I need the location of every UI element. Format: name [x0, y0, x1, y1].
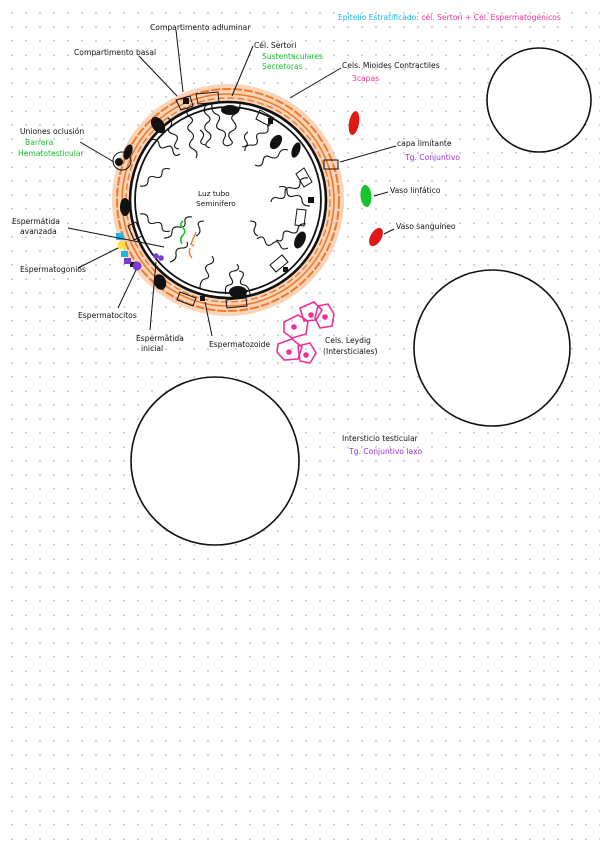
basement-membrane-outer	[128, 100, 328, 300]
sertoli-cell-bottom	[199, 255, 251, 295]
sertoli-cell-center-lobes	[195, 129, 259, 237]
label-capa-limitante: capa limitante	[397, 139, 452, 148]
sertoli-nucleus	[120, 198, 130, 216]
label-vaso-sanguineo: Vaso sanguíneo	[396, 222, 456, 231]
epithelium-area	[130, 102, 326, 298]
spermatid-cell	[158, 255, 164, 261]
empty-tubule-top-right	[486, 47, 592, 153]
leader-vaso-sanguineo	[383, 228, 395, 235]
label-barrera: Barrera	[25, 138, 53, 147]
sertoli-nucleus	[294, 231, 306, 249]
label-espermatogonios: Espermatogonios	[20, 265, 86, 274]
leader-cel-sertori	[231, 45, 254, 97]
label-compartimento-basal: Compartimento basal	[74, 48, 156, 57]
label-espermatida-inicial-1: Espermátida	[136, 334, 184, 343]
sertoli-basal-outlines	[127, 91, 313, 309]
label-secretoras: Secretoras	[262, 62, 303, 71]
empty-tubule-right	[413, 269, 571, 427]
label-cel-sertori: Cél. Sertori	[254, 41, 296, 50]
leydig-cell	[314, 303, 335, 329]
sertoli-cell-right	[270, 177, 311, 207]
label-uniones-oclusion: Uniones oclusión	[20, 127, 84, 136]
leader-lines	[67, 29, 397, 337]
myoid-layer-inner	[125, 97, 331, 303]
label-tg-conjuntivo-laxo: Tg. Conjuntivo laxo	[348, 447, 422, 456]
sertoli-cells	[139, 103, 311, 295]
sertoli-cell-right-upper	[244, 119, 289, 167]
leader-compartimento-basal	[138, 55, 178, 97]
label-compartimento-adluminar: Compartimento adluminar	[150, 23, 251, 32]
spermatozoon-tail-orange	[188, 231, 197, 259]
leader-cels-mioides	[289, 67, 342, 99]
label-espermatida-avanzada-2: avanzada	[20, 227, 57, 236]
leader-espermatozoide	[204, 301, 213, 337]
sertoli-nucleus	[150, 116, 166, 134]
label-hematotesticular: Hematotesticular	[18, 149, 85, 158]
myoid-layer-outer	[116, 88, 340, 312]
leydig-cell	[299, 301, 324, 322]
capa-limitante-box	[323, 159, 339, 170]
spermatogonium	[121, 251, 128, 257]
label-vaso-linfatico: Vaso linfático	[390, 186, 441, 195]
leader-espermatocitos	[117, 269, 137, 309]
sertoli-nucleus	[153, 274, 167, 290]
leydig-cell	[276, 338, 303, 361]
sertoli-nucleus	[221, 105, 239, 115]
label-espermatida-avanzada-1: Espermátida	[12, 217, 60, 226]
spermatogonium	[124, 258, 131, 264]
label-intersticiales: (Intersticiales)	[323, 347, 378, 356]
label-tg-conjuntivo: Tg. Conjuntivo	[404, 153, 460, 162]
spermatogonium	[118, 242, 125, 249]
sertoli-nucleus	[229, 286, 247, 298]
sertoli-cell-top	[186, 104, 212, 159]
sertoli-nucleus	[269, 134, 283, 150]
leydig-cells	[276, 301, 335, 364]
sertoli-cell-left-lower	[163, 216, 193, 263]
leader-espermatogonios	[77, 247, 119, 269]
label-luz-tubo: Luz tubo	[198, 189, 230, 198]
sertoli-nucleus	[123, 144, 133, 160]
sertoli-cell-right-lower	[256, 223, 307, 250]
spermatid-cell	[153, 253, 159, 259]
lymph-vessel	[360, 185, 372, 207]
label-sustentaculares: Sustentaculares	[262, 52, 323, 61]
leydig-cell	[297, 342, 317, 364]
title-text: Epitelio Estratificado: cél. Sertori + C…	[338, 13, 561, 22]
sertoli-cell-left-upper	[149, 117, 181, 156]
label-intersticio-testicular: Intersticio testicular	[342, 434, 419, 443]
leader-vaso-linfatico	[373, 191, 389, 197]
leader-uniones-oclusion	[79, 141, 115, 163]
sertoli-cell-left	[139, 167, 171, 233]
label-cels-mioides: Cels. Mioides Contractiles	[342, 61, 440, 70]
title-part-2: cél. Sertori + Cél. Espermatogénicos	[421, 13, 561, 22]
leader-espermatida-inicial	[149, 261, 157, 331]
tight-junctions	[115, 98, 314, 301]
sertoli-nucleus	[291, 142, 301, 158]
empty-tubule-bottom	[130, 376, 300, 546]
sertoli-nuclei	[120, 105, 306, 298]
leader-compartimento-adluminar	[175, 29, 184, 93]
blood-vessel	[369, 227, 383, 247]
label-espermatida-inicial-2: inicial	[141, 344, 163, 353]
label-capas: 3capas	[352, 74, 379, 83]
spermatozoon-tail-green	[179, 220, 186, 245]
title-part-1: Epitelio Estratificado:	[338, 13, 421, 22]
label-seminifero: Seminífero	[196, 199, 236, 208]
label-cels-leydig: Cels. Leydig	[325, 336, 371, 345]
seminiferous-tubule	[112, 84, 344, 316]
spermatocyte-cell	[132, 261, 142, 271]
label-espermatozoide: Espermatozoide	[209, 340, 270, 349]
blood-vessel-top	[348, 111, 360, 135]
spermatogonia-cells	[116, 233, 164, 271]
leydig-cell	[283, 314, 309, 339]
leader-capa-limitante	[339, 145, 397, 163]
leader-espermatida-avanzada	[67, 227, 165, 248]
spermatogonium	[116, 233, 123, 240]
label-espermatocitos: Espermatocitos	[78, 311, 137, 320]
